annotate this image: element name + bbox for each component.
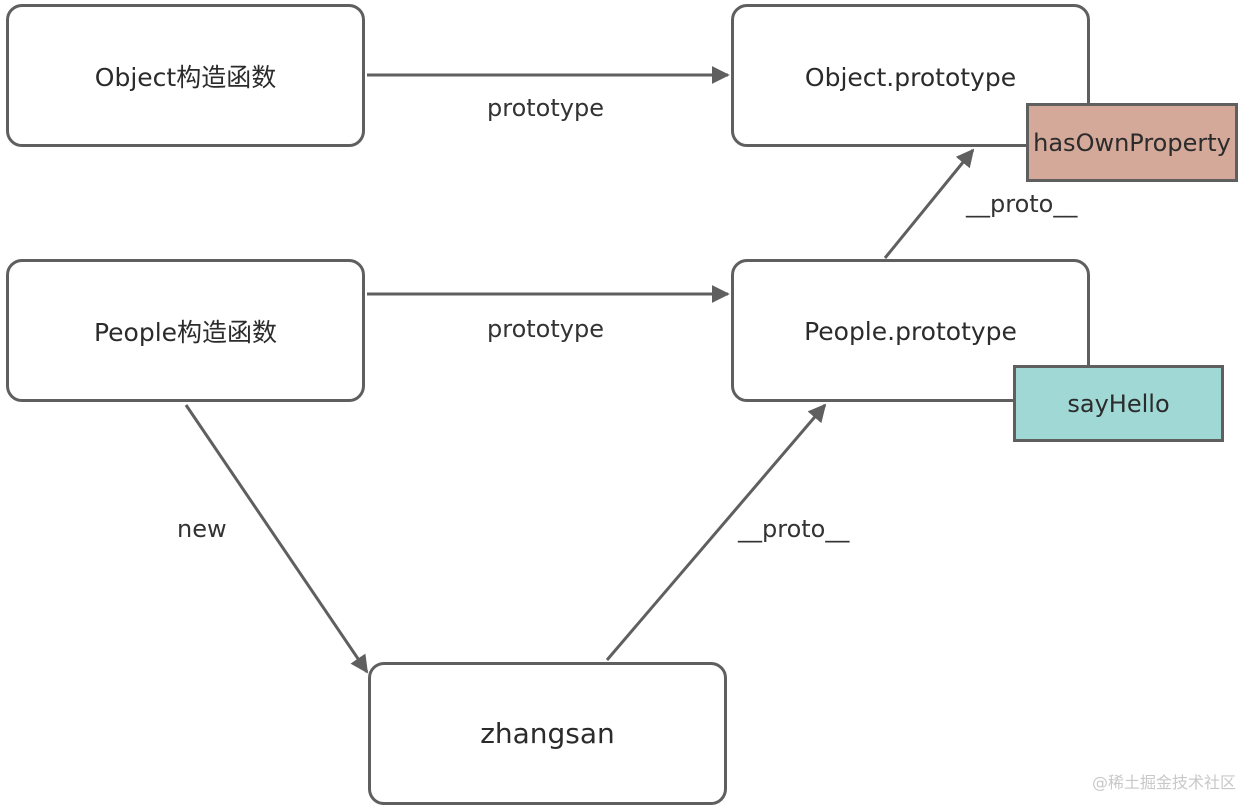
edge-people-proto-arrow (883, 148, 975, 259)
people-proto-edge-label: __proto__ (966, 190, 1078, 218)
has-own-property-method: hasOwnProperty (1026, 103, 1238, 182)
object-constructor-label: Object构造函数 (94, 62, 277, 92)
people-constructor-node: People构造函数 (6, 259, 365, 402)
people-prototype-label: People.prototype (804, 317, 1017, 346)
object-prototype-edge-label: prototype (487, 94, 604, 122)
people-constructor-label: People构造函数 (93, 317, 278, 347)
object-prototype-label: Object.prototype (804, 63, 1017, 92)
zhangsan-node: zhangsan (368, 662, 727, 805)
has-own-property-label: hasOwnProperty (1033, 128, 1231, 157)
people-prototype-node: People.prototype (731, 259, 1090, 402)
zhangsan-proto-edge-label: __proto__ (738, 515, 850, 543)
new-edge-label: new (177, 515, 227, 543)
say-hello-method: sayHello (1013, 365, 1224, 442)
people-prototype-edge-label: prototype (487, 315, 604, 343)
object-constructor-node: Object构造函数 (6, 4, 365, 147)
edge-zhangsan-proto-arrow (605, 403, 827, 661)
say-hello-label: sayHello (1067, 389, 1170, 418)
edge-new-arrow (184, 404, 369, 674)
watermark-text: @稀土掘金技术社区 (1091, 773, 1236, 792)
zhangsan-label: zhangsan (480, 717, 615, 750)
